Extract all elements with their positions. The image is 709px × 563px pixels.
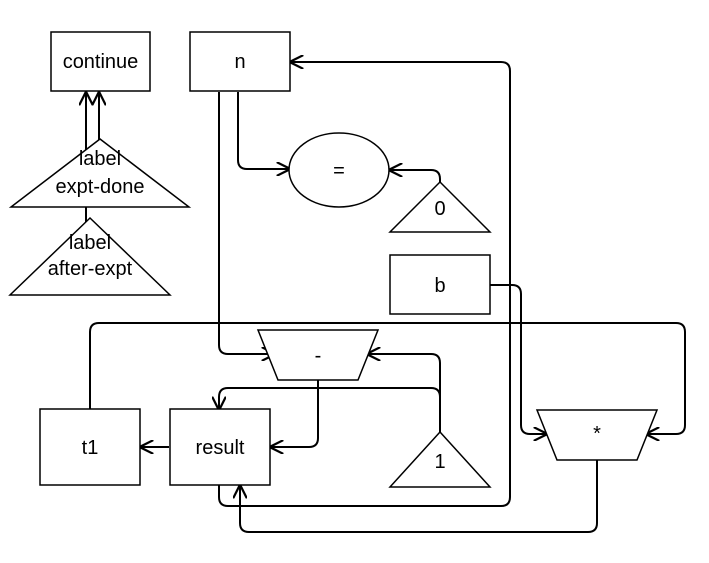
edge-zero-to-equals [390, 170, 441, 183]
edge-times-to-result [240, 460, 598, 533]
operation-minus: - [256, 329, 380, 381]
register-t1-label: t1 [82, 437, 99, 459]
edge-n-to-minus [218, 92, 274, 354]
operation-times: * [535, 409, 659, 461]
register-continue: continue [50, 31, 151, 92]
register-b-label: b [434, 275, 445, 297]
constant-one: 1 [388, 430, 492, 488]
constant-label-expt-done-line2: expt-done [56, 176, 145, 198]
edge-one-to-minus [368, 354, 441, 432]
constant-label-after-expt-line1: label [69, 232, 111, 254]
constant-zero: 0 [388, 180, 492, 233]
edge-result-to-n [218, 62, 511, 507]
constant-zero-label: 0 [434, 198, 445, 220]
register-n-label: n [234, 51, 245, 73]
register-t1: t1 [39, 408, 141, 486]
register-continue-label: continue [63, 51, 139, 73]
edge-t1-to-times [89, 322, 686, 434]
constant-label-expt-done-line1: label [79, 148, 121, 170]
test-equals-label: = [333, 160, 345, 182]
constant-label-after-expt-line2: after-expt [48, 258, 133, 280]
register-n: n [189, 31, 291, 92]
register-result: result [169, 408, 271, 486]
edge-one-to-result [219, 387, 441, 409]
constant-label-after-expt: label after-expt [8, 216, 172, 296]
register-b: b [389, 254, 491, 315]
test-equals: = [288, 132, 390, 208]
register-result-label: result [196, 437, 245, 459]
edge-minus-to-result [271, 380, 319, 447]
operation-minus-label: - [315, 345, 322, 367]
constant-one-label: 1 [434, 451, 445, 473]
edge-n-to-equals [237, 92, 289, 169]
edge-b-to-times [490, 284, 546, 434]
constant-label-expt-done: label expt-done [8, 138, 192, 208]
operation-times-label: * [593, 423, 601, 445]
